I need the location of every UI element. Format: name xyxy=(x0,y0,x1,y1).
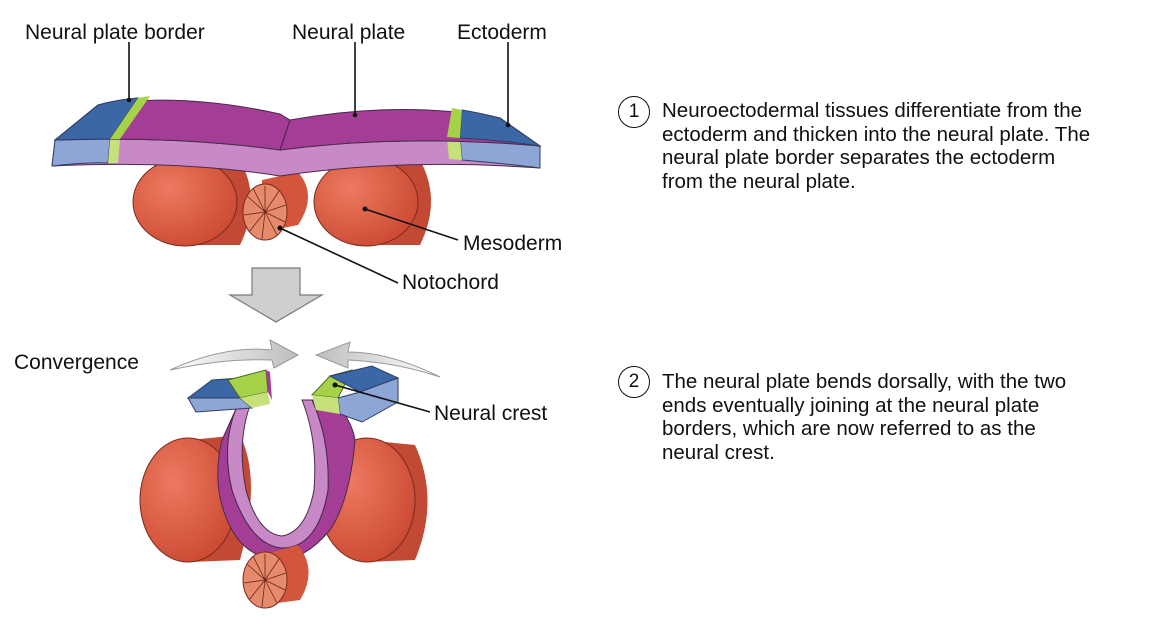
mesoderm-right-block xyxy=(313,157,431,247)
stage-2-diagram xyxy=(139,339,441,609)
label-ectoderm: Ectoderm xyxy=(457,21,547,44)
mesoderm-right-block-2 xyxy=(318,437,428,563)
neural-plate-slab xyxy=(51,96,542,177)
step-1-number: 1 xyxy=(618,96,650,128)
mesoderm-left-block xyxy=(132,157,251,247)
label-neural-plate: Neural plate xyxy=(292,21,405,44)
step-2-description: The neural plate bends dorsally, with th… xyxy=(662,370,1066,464)
step-1-line: neural plate border separates the ectode… xyxy=(662,146,1056,169)
convergence-arrow-right xyxy=(314,341,441,378)
top-leader-lines xyxy=(128,42,509,284)
label-neural-crest: Neural crest xyxy=(434,402,547,425)
label-notochord: Notochord xyxy=(402,271,499,294)
label-convergence: Convergence xyxy=(14,351,139,374)
step-2-line: ends eventually joining at the neural pl… xyxy=(662,393,1040,417)
notochord-top xyxy=(242,172,308,241)
notochord-bottom xyxy=(242,545,309,609)
label-neural-plate-border: Neural plate border xyxy=(25,21,205,44)
step-2-line: The neural plate bends dorsally, with th… xyxy=(662,370,1067,393)
convergence-arrow-left xyxy=(169,339,300,371)
stage-1-diagram xyxy=(51,42,542,284)
right-fold-edge xyxy=(310,365,400,423)
label-mesoderm: Mesoderm xyxy=(463,232,562,255)
step-1-line: ectoderm and thicken into the neural pla… xyxy=(662,122,1091,146)
left-fold-edge xyxy=(186,369,272,413)
step-1-description: Neuroectodermal tissues differentiate fr… xyxy=(662,99,1090,193)
step-1-line: from the neural plate. xyxy=(662,169,856,193)
step-1-line: Neuroectodermal tissues differentiate fr… xyxy=(662,99,1083,122)
transition-arrow xyxy=(227,267,325,323)
step-2-number: 2 xyxy=(618,366,650,398)
step-2-line: neural crest. xyxy=(662,440,775,464)
step-2-line: borders, which are now referred to as th… xyxy=(662,417,1036,440)
